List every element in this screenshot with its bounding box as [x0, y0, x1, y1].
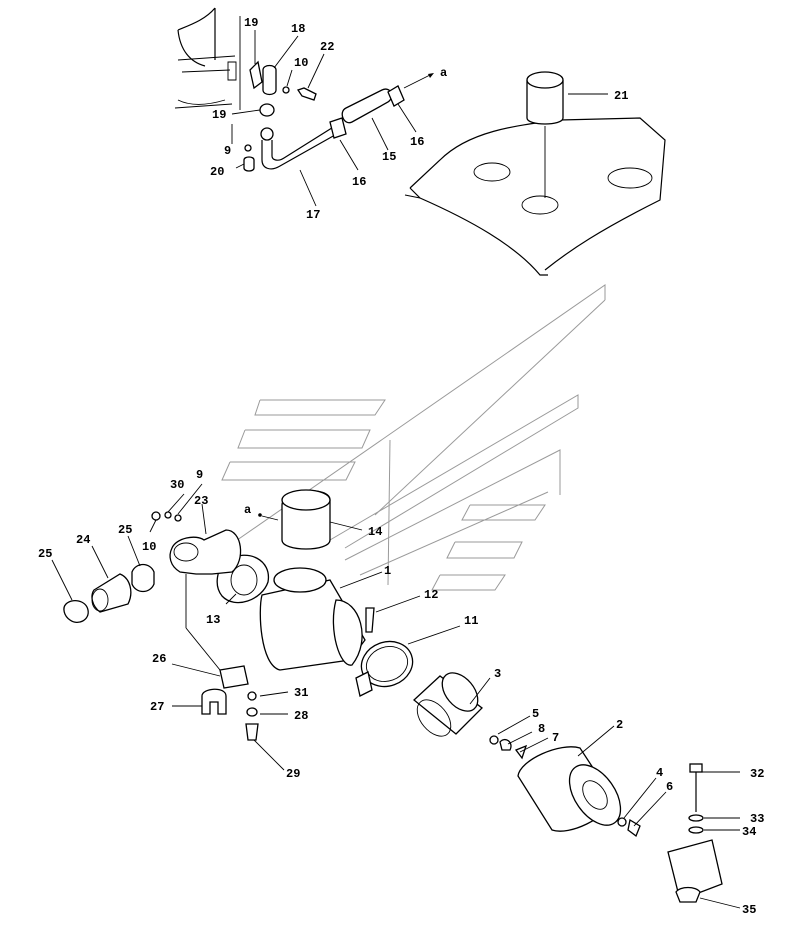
label-part-9-left: 9 — [196, 468, 203, 482]
label-part-7: 7 — [552, 731, 559, 745]
label-part-6: 6 — [666, 780, 673, 794]
label-part-34: 34 — [742, 825, 756, 839]
label-part-5: 5 — [532, 707, 539, 721]
label-part-32: 32 — [750, 767, 764, 781]
label-part-35: 35 — [742, 903, 756, 917]
label-part-22: 22 — [320, 40, 334, 54]
label-part-17: 17 — [306, 208, 320, 222]
label-part-25-right: 25 — [118, 523, 132, 537]
engine-housing-fragment — [174, 7, 241, 110]
background-chevron-watermark — [221, 284, 606, 591]
breather-hose-assembly — [243, 60, 434, 172]
label-part-33: 33 — [750, 812, 764, 826]
label-part-15: 15 — [382, 150, 396, 164]
part-number-labels: 19 18 22 10 a 21 19 16 9 15 20 16 17 9 3… — [38, 16, 764, 917]
label-part-25-left: 25 — [38, 547, 52, 561]
label-part-20: 20 — [210, 165, 224, 179]
label-part-29: 29 — [286, 767, 300, 781]
label-ref-a-top: a — [440, 66, 447, 80]
label-part-10-left: 10 — [142, 540, 156, 554]
label-part-2: 2 — [616, 718, 623, 732]
label-part-24: 24 — [76, 533, 90, 547]
label-part-9-top: 9 — [224, 144, 231, 158]
label-part-23: 23 — [194, 494, 208, 508]
label-part-30: 30 — [170, 478, 184, 492]
label-part-12: 12 — [424, 588, 438, 602]
label-part-16-left: 16 — [352, 175, 366, 189]
label-part-1: 1 — [384, 564, 391, 578]
engine-hood-panel — [404, 117, 666, 276]
label-part-18: 18 — [291, 22, 305, 36]
label-part-8: 8 — [538, 722, 545, 736]
label-part-26: 26 — [152, 652, 166, 666]
bracket-35-assembly — [667, 763, 723, 903]
intake-hose-parts — [63, 511, 221, 671]
label-part-11: 11 — [464, 614, 478, 628]
label-part-4: 4 — [656, 766, 663, 780]
label-part-27: 27 — [150, 700, 164, 714]
mounting-bracket-parts — [201, 665, 259, 741]
leader-lines — [51, 30, 741, 909]
label-part-10-top: 10 — [294, 56, 308, 70]
label-part-19-mid: 19 — [212, 108, 226, 122]
label-part-19-top: 19 — [244, 16, 258, 30]
label-part-31: 31 — [294, 686, 308, 700]
label-ref-a-mid: a — [244, 503, 251, 517]
label-part-16-right: 16 — [410, 135, 424, 149]
label-part-3: 3 — [494, 667, 501, 681]
air-cleaner-body — [169, 489, 414, 697]
cap-21 — [526, 71, 564, 198]
label-part-21: 21 — [614, 89, 628, 103]
label-part-28: 28 — [294, 709, 308, 723]
filter-elements — [413, 672, 641, 838]
label-part-14: 14 — [368, 525, 382, 539]
label-part-13: 13 — [206, 613, 220, 627]
